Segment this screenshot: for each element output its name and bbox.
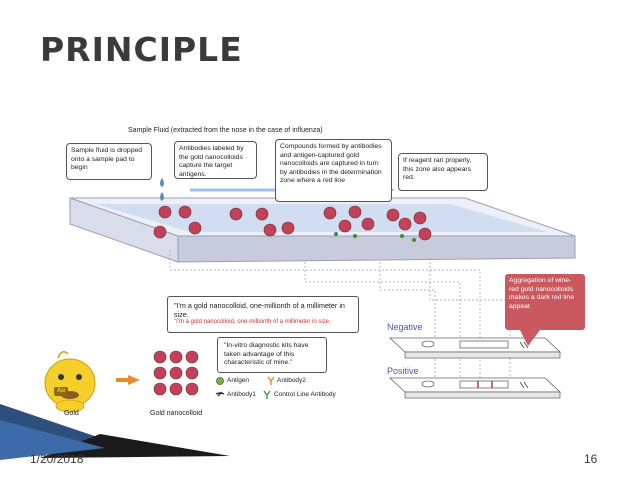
slide-date: 1/20/2018	[30, 452, 84, 466]
positive-strip	[388, 377, 562, 399]
legend-antibody2: Antibody2	[277, 377, 306, 384]
gold-quote-text: "I'm a gold nanocolloid, one-millionth o…	[174, 301, 345, 319]
aggregation-pointer	[520, 330, 540, 346]
positive-label: Positive	[387, 366, 419, 376]
antigen-icon	[216, 377, 224, 385]
control-line-antibody-icon	[263, 390, 271, 399]
negative-strip	[388, 337, 562, 359]
callout-reagent-ran: If reagent ran properly, this zone also …	[398, 153, 488, 191]
antibody2-icon	[267, 376, 275, 385]
callout-compounds-captured: Compounds formed by antibodies and antig…	[275, 139, 392, 202]
sample-fluid-label: Sample Fluid (extracted from the nose in…	[128, 127, 323, 134]
mascot-badge: Au	[57, 388, 65, 394]
guide-lines	[169, 250, 511, 386]
aggregation-note: Aggregation of wine-red gold nanocolloid…	[505, 274, 585, 330]
legend-antibody1: Antibody1	[227, 391, 256, 398]
invitro-quote-bubble: "In-vitro diagnostic kits have taken adv…	[217, 337, 327, 373]
gold-nanocolloid-label: Gold nanocolloid	[150, 410, 203, 417]
capture-antibody-marks	[334, 232, 416, 242]
liquid-layer	[95, 204, 548, 232]
gold-quote-text-red: "I'm a gold nanocolloid, one-millionth o…	[174, 319, 331, 325]
gold-nanocolloid-cluster	[153, 350, 199, 396]
legend-control-line-antibody: Control Line Antibody	[274, 391, 336, 398]
antibody1-icon	[215, 391, 225, 397]
arrow-right-icon	[128, 375, 140, 385]
slide-title: PRINCIPLE	[40, 30, 243, 69]
callout-antibodies-labeled: Antibodies labeled by the gold nanocollo…	[174, 141, 257, 179]
gold-label: Gold	[64, 410, 79, 417]
negative-label: Negative	[387, 322, 423, 332]
gold-quote-bubble: "I'm a gold nanocolloid, one-millionth o…	[167, 296, 359, 333]
gold-mascot-icon	[44, 351, 96, 413]
test-strip-side	[177, 235, 576, 263]
slide-number: 16	[584, 452, 598, 466]
callout-sample-pad: Sample fluid is dropped onto a sample pa…	[66, 143, 152, 180]
gold-nanocolloid-particles	[153, 205, 432, 241]
legend-antigen: Antigen	[227, 377, 250, 384]
